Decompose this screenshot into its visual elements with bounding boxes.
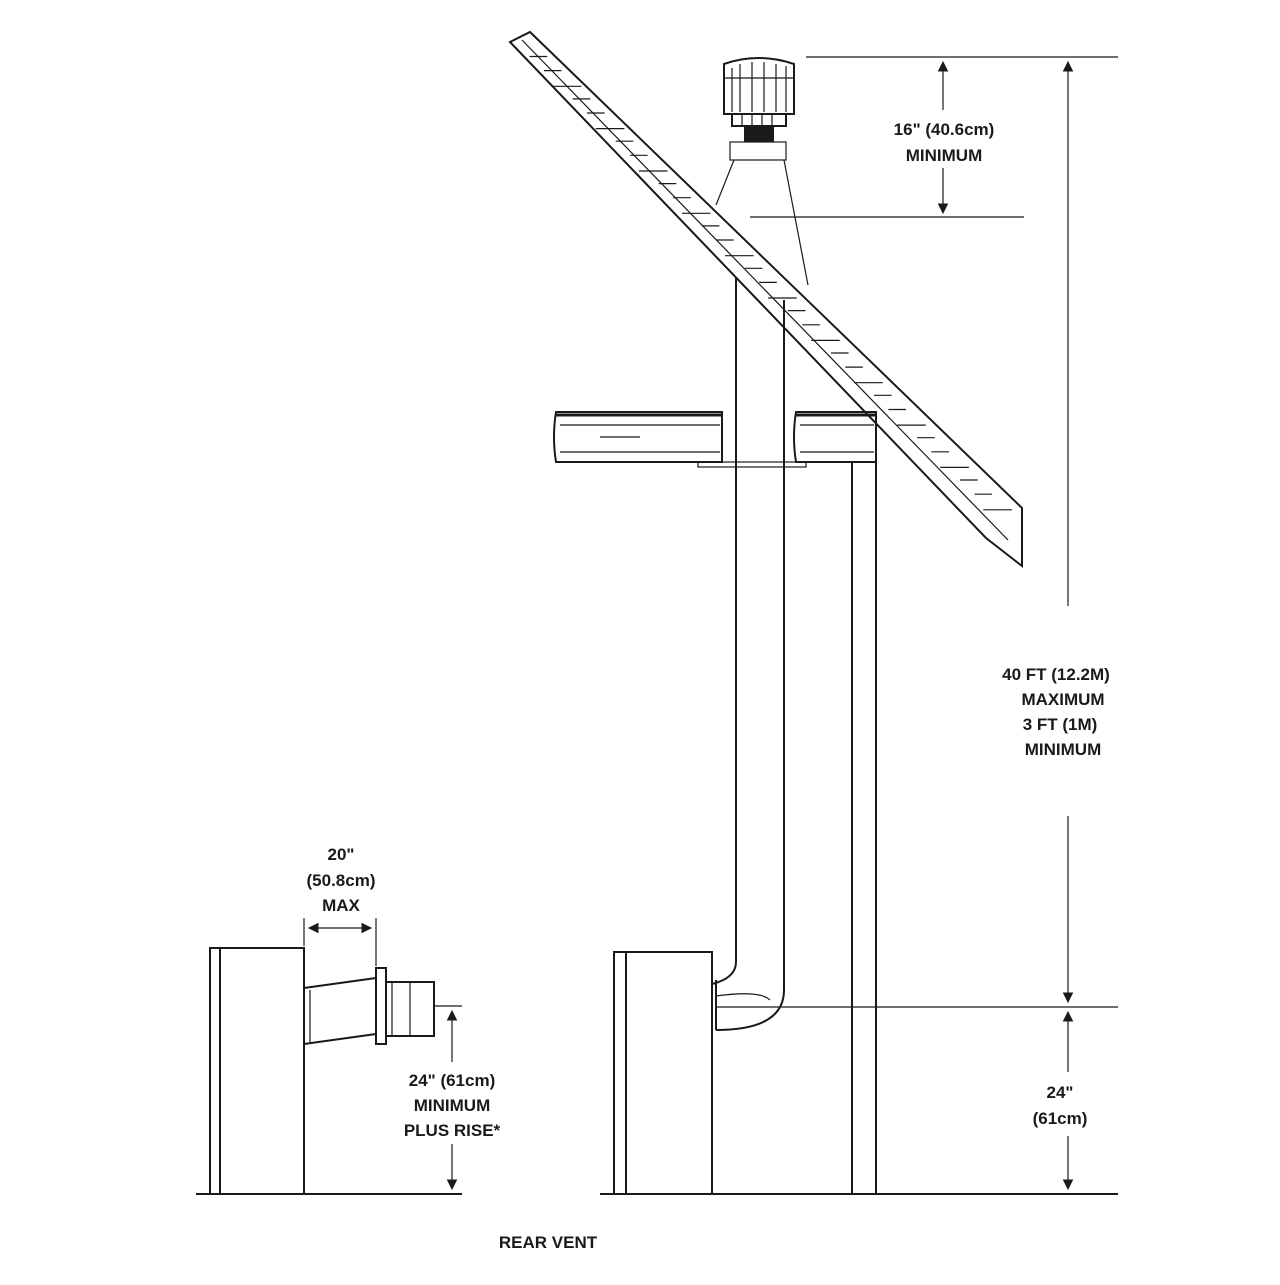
roof-section <box>508 30 1023 569</box>
dimension-24-right: 24" (61cm) <box>716 1006 1118 1191</box>
dim-40-min-note: MINIMUM <box>1025 740 1101 759</box>
dim-24-left-note: MINIMUM <box>414 1096 490 1115</box>
dim-24-right-metric: (61cm) <box>1033 1109 1088 1128</box>
dim-20-note: MAX <box>322 896 360 915</box>
dim-24-right-value: 24" <box>1047 1083 1074 1102</box>
dim-24-left-extra: PLUS RISE* <box>404 1121 501 1140</box>
roof-hatching <box>529 55 1012 511</box>
dim-20-metric: (50.8cm) <box>307 871 376 890</box>
dim-20-value: 20" <box>328 845 355 864</box>
left-appliance <box>209 947 435 1195</box>
dim-40-max-value: 40 FT (12.2M) <box>1002 665 1110 684</box>
dim-16-note: MINIMUM <box>906 146 982 165</box>
dimension-16-minimum: 16" (40.6cm) MINIMUM <box>750 56 1118 218</box>
dim-40-max-note: MAXIMUM <box>1021 690 1104 709</box>
vent-pipe <box>711 278 877 1194</box>
dimension-20-max: 20" (50.8cm) MAX <box>303 845 377 966</box>
dim-40-min-value: 3 FT (1M) <box>1023 715 1098 734</box>
dim-16-value: 16" (40.6cm) <box>894 120 995 139</box>
caption: REAR VENT <box>499 1233 598 1252</box>
right-appliance <box>613 951 717 1195</box>
vent-cap <box>715 57 809 286</box>
ceiling-joist <box>553 411 877 468</box>
dim-24-left-value: 24" (61cm) <box>409 1071 496 1090</box>
dimension-24-left: 24" (61cm) MINIMUM PLUS RISE* <box>404 1005 501 1191</box>
dimension-vertical-run: 40 FT (12.2M) MAXIMUM 3 FT (1M) MINIMUM <box>1002 60 1110 1004</box>
